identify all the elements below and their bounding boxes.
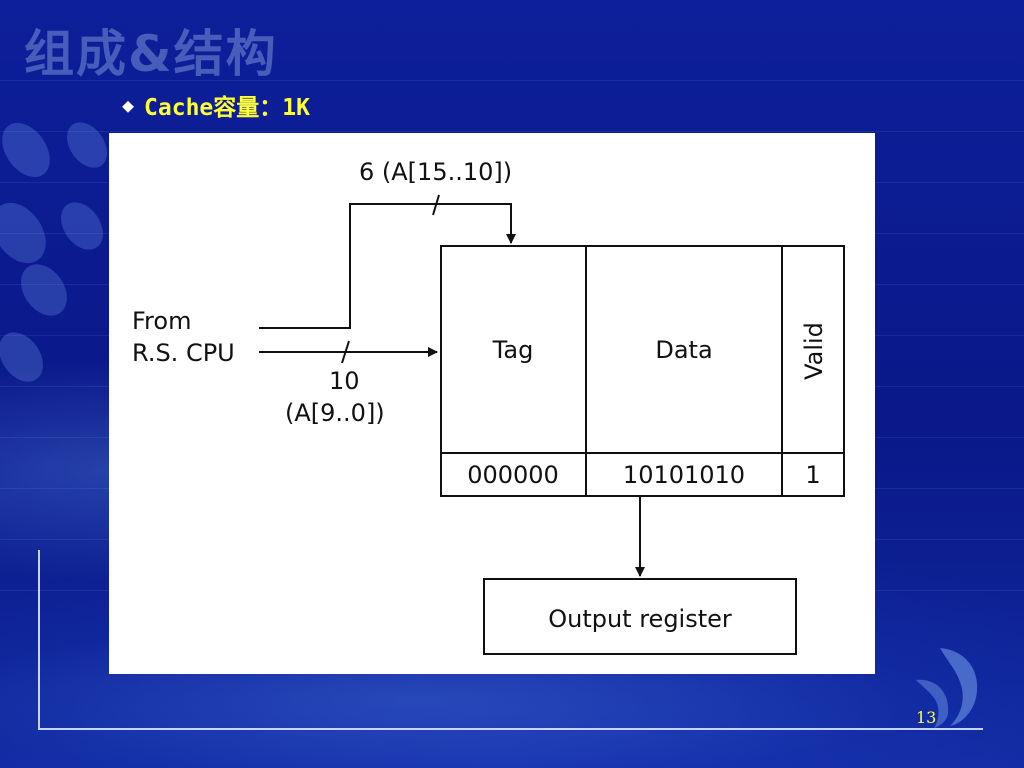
bullet-item: ◆ Cache容量：1K	[122, 88, 310, 122]
col-data-header: Data	[655, 336, 712, 364]
tag-address-line	[259, 203, 516, 329]
output-register-label: Output register	[548, 605, 732, 633]
diamond-bullet-icon: ◆	[122, 93, 135, 117]
row-tag-value: 000000	[467, 461, 559, 489]
cache-diagram-panel: 6 (A[15..10]) From R.S. CPU 10 (A[9..0])…	[109, 133, 875, 674]
col-tag-header: Tag	[492, 336, 534, 364]
row-valid-value: 1	[805, 461, 820, 489]
bullet-text: Cache容量：1K	[144, 95, 310, 121]
output-register-box	[483, 578, 797, 655]
cache-block	[440, 245, 845, 497]
tag-line-label: 6 (A[15..10])	[359, 158, 512, 186]
tag-bus-slash	[432, 194, 440, 216]
page-number: 13	[916, 708, 937, 727]
col-valid-header: Valid	[800, 322, 828, 380]
frame-line-vertical	[38, 550, 40, 730]
index-bits-label: 10	[329, 367, 360, 395]
from-label-line1: From	[132, 307, 191, 335]
dolphin-logo-icon	[916, 648, 978, 728]
from-label-line2: R.S. CPU	[132, 339, 235, 367]
frame-line-horizontal	[38, 728, 983, 730]
slide-title: 组成&结构	[24, 25, 278, 83]
row-data-value: 10101010	[623, 461, 745, 489]
index-range-label: (A[9..0])	[285, 399, 385, 427]
index-bus-slash	[341, 340, 350, 364]
cache-diagram: 6 (A[15..10]) From R.S. CPU 10 (A[9..0])…	[132, 158, 845, 655]
